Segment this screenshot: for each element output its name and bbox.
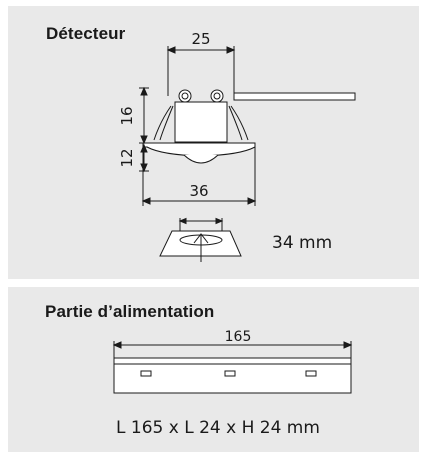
dim-label-25: 25 [191,30,210,48]
dim-arrow [343,341,353,349]
power-unit-dimensions: L 165 x L 24 x H 24 mm [116,418,320,438]
dim-arrow [178,217,187,225]
detector-body [174,101,228,143]
dim-arrow [140,135,148,145]
spring-clip-left [153,105,172,141]
dim-label-36: 36 [189,182,208,200]
detector-lens [183,154,219,164]
power-unit-title: Partie d’alimentation [45,302,215,321]
cutout-label: 34 mm [272,233,333,253]
dim-arrow [166,46,176,54]
terminal-coil-left [178,89,192,103]
detector-panel: Détecteur [8,6,419,279]
detector-cover [142,142,256,157]
power-unit-panel: Partie d’alimentation 165 L 165 x L 24 x… [8,287,419,452]
dim-arrow [141,197,151,205]
terminal-coil-right-inner [213,92,221,100]
dim-arrow [140,86,148,96]
wire-bar [233,92,356,101]
slot [224,370,236,377]
detector-title: Détecteur [46,24,126,43]
dim-arrow [215,217,224,225]
terminal-coil-left-inner [181,92,189,100]
dim-arrow [112,341,122,349]
dim-label-165: 165 [225,329,252,345]
dim-arrow [247,197,257,205]
dim-arrow [140,163,148,173]
spring-clip-left-inner [159,105,174,141]
slot [305,370,317,377]
spring-clip-right-inner [228,105,243,141]
dim-arrow [226,46,236,54]
spring-clip-right [230,105,249,141]
dim-label-16: 16 [118,106,136,125]
detector-drawing: 25 16 12 36 [118,30,356,262]
terminal-coil-right [210,89,224,103]
power-unit-drawing: 165 [112,329,353,394]
dim-label-12: 12 [118,148,136,167]
slot [140,370,152,377]
